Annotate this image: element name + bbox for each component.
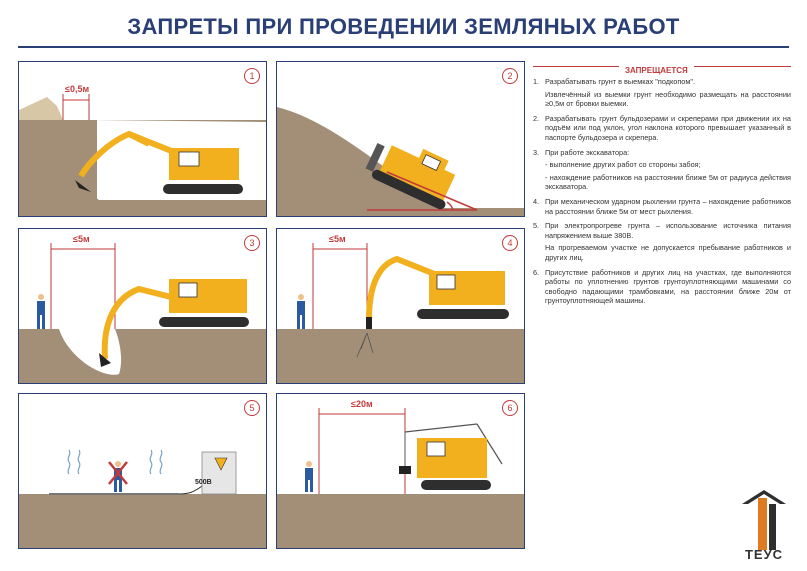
panel-5-number: 5 (244, 400, 260, 416)
rule-number: 2. (533, 113, 540, 123)
panel-6-illustration (277, 408, 524, 548)
rules-heading-text: ЗАПРЕЩАЕТСЯ (619, 66, 694, 75)
rule-text: При электропрогреве грунта – использован… (545, 221, 791, 240)
logo-name: ТЕУС (744, 547, 784, 562)
panel-3-dimension: ≤5м (73, 234, 90, 244)
panel-3-number: 3 (244, 235, 260, 251)
panel-5: 500В 5 (18, 393, 267, 549)
rule-text: При механическом ударном рыхлении грунта… (545, 196, 791, 216)
panel-2-illustration (277, 107, 524, 216)
rule-text: При работе экскаватора: (545, 147, 630, 157)
panel-1-dimension: ≤0,5м (65, 84, 90, 94)
rule-item: 1. Разрабатывать грунт в выемках "подкоп… (533, 77, 791, 109)
panel-1-illustration (19, 94, 266, 216)
rule-item: 6. Присутствие работников и других лиц н… (533, 268, 791, 306)
panel-1: ≤0,5м 1 (18, 61, 267, 217)
rule-text: Разрабатывать грунт в выемках "подкопом"… (545, 77, 695, 86)
panel-3: ≤5м 3 (18, 228, 267, 384)
rule-text: - нахождение работников на расстоянии бл… (545, 172, 791, 192)
rules-heading: ЗАПРЕЩАЕТСЯ (533, 60, 791, 75)
panel-6: ≤20м 6 (276, 393, 525, 549)
rule-text: Извлечённый из выемки грунт необходимо р… (545, 89, 791, 109)
rules-list: ЗАПРЕЩАЕТСЯ 1. Разрабатывать грунт в вые… (533, 60, 791, 309)
power-source-label: 500В (195, 479, 212, 486)
rule-text: - выполнение других работ со стороны заб… (545, 160, 701, 170)
rule-number: 1. (533, 77, 540, 86)
panel-6-dimension: ≤20м (351, 399, 373, 409)
rule-number: 5. (533, 221, 540, 231)
rule-item: 4. При механическом ударном рыхлении гру… (533, 197, 791, 216)
rule-text: На прогреваемом участке не допускается п… (545, 243, 791, 262)
rule-text: Присутствие работников и других лиц на у… (545, 267, 791, 306)
panel-3-illustration (19, 243, 266, 383)
page-title: ЗАПРЕТЫ ПРИ ПРОВЕДЕНИИ ЗЕМЛЯНЫХ РАБОТ (127, 14, 680, 39)
panel-2: 2 (276, 61, 525, 217)
title-underline (18, 46, 789, 48)
rule-text: Разрабатывать грунт бульдозерами и скреп… (545, 113, 791, 142)
rule-item: 2. Разрабатывать грунт бульдозерами и ск… (533, 114, 791, 143)
panel-2-number: 2 (502, 68, 518, 84)
panel-4-illustration (277, 243, 524, 383)
rule-number: 4. (533, 196, 540, 206)
company-logo (742, 490, 786, 550)
panel-5-illustration (19, 449, 266, 548)
rule-item: 3. При работе экскаватора: - выполнение … (533, 148, 791, 192)
rule-number: 3. (533, 147, 540, 157)
panel-6-number: 6 (502, 400, 518, 416)
panel-4-number: 4 (502, 235, 518, 251)
rule-number: 6. (533, 267, 540, 277)
panel-1-number: 1 (244, 68, 260, 84)
panel-4: ≤5м 4 (276, 228, 525, 384)
panel-4-dimension: ≤5м (329, 234, 346, 244)
rule-item: 5. При электропрогреве грунта – использо… (533, 221, 791, 262)
